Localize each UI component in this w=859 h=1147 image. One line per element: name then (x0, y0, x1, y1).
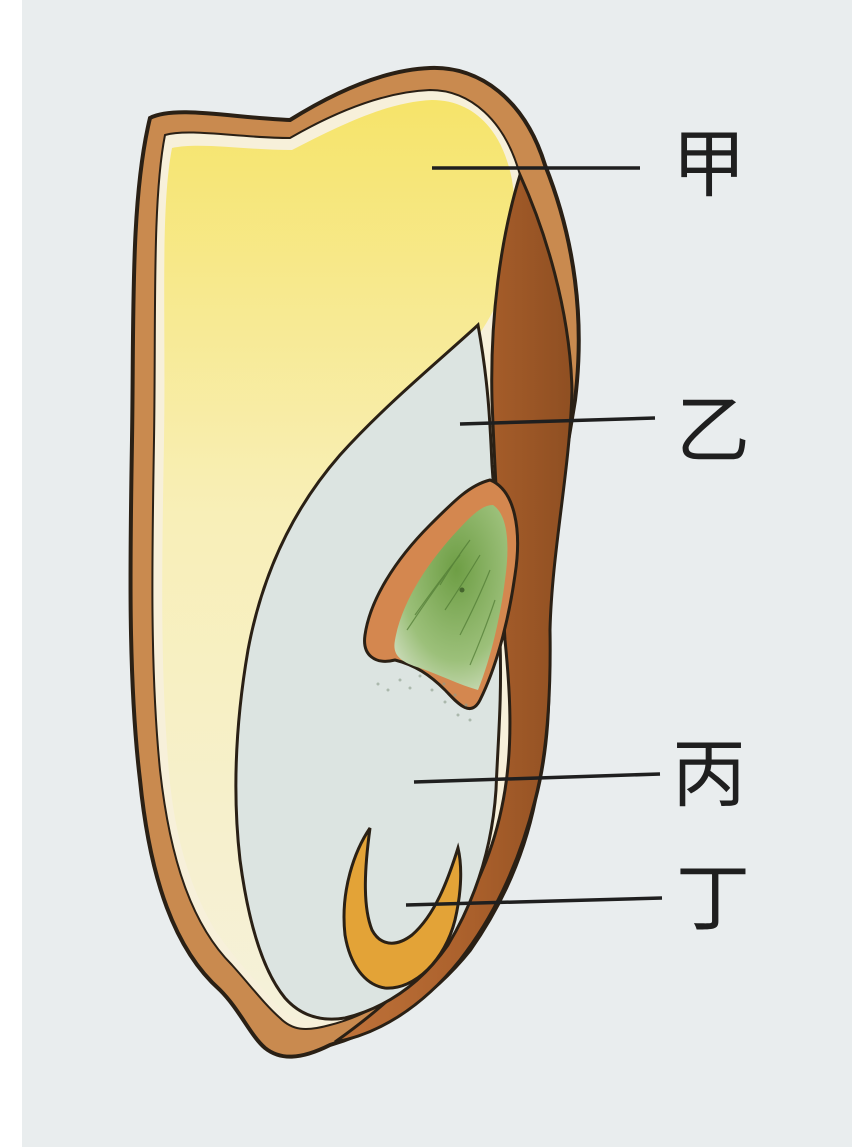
label-yi: 乙 (676, 394, 750, 468)
label-ding: 丁 (676, 862, 750, 936)
label-jia: 甲 (672, 128, 746, 202)
label-bing: 丙 (672, 738, 746, 812)
